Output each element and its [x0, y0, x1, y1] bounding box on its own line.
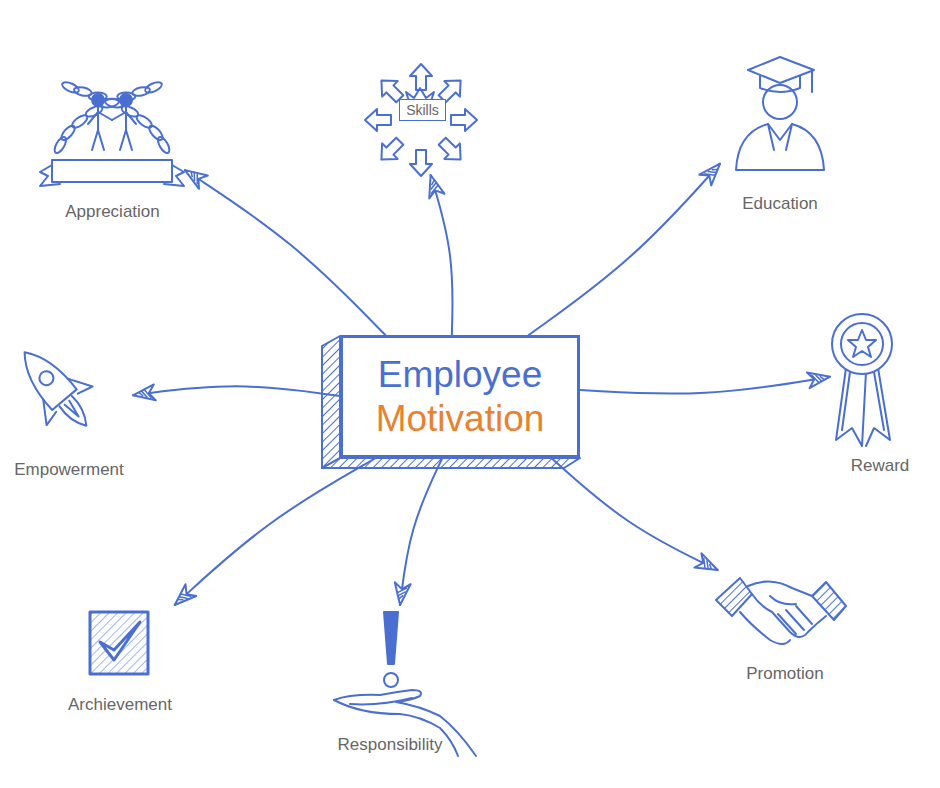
connector-arrow	[133, 386, 340, 396]
concept-node: Appreciation	[40, 60, 185, 222]
graduate-icon-part	[763, 85, 797, 119]
concept-label: Responsibility	[338, 735, 443, 755]
skills-icon-part	[410, 64, 432, 90]
rocket-icon-part	[12, 342, 77, 410]
graduate-icon	[736, 57, 824, 170]
concept-node: Archievement	[55, 605, 185, 715]
wreath-icon-part	[156, 135, 172, 155]
checkbox-icon	[90, 612, 148, 674]
skills-icon-part	[365, 109, 391, 131]
wreath-icon-part	[59, 123, 77, 142]
wreath-icon	[40, 80, 184, 186]
rosette-icon-part	[832, 314, 892, 374]
connector-arrow	[580, 377, 830, 394]
connector-arrow	[529, 164, 720, 335]
handshake-icon-part	[716, 578, 752, 616]
graduate-icon-part	[748, 57, 814, 83]
connector-arrow	[400, 458, 442, 605]
skills-icon	[365, 64, 477, 176]
graduate-icon-part	[736, 124, 824, 170]
rosette-icon-part	[866, 368, 890, 446]
concept-node: Empowerment	[5, 334, 133, 480]
concept-label: Education	[742, 194, 818, 214]
concept-node: Education	[720, 52, 840, 214]
connector-arrow	[551, 458, 717, 570]
checkbox-icon-part	[90, 612, 148, 674]
wreath-icon-part	[52, 160, 172, 182]
illustration-part	[2, 57, 892, 756]
concept-node: Reward	[830, 300, 930, 476]
checkbox-icon-part	[100, 622, 140, 660]
wreath-icon-part	[147, 123, 165, 142]
concept-label: Appreciation	[65, 202, 160, 222]
rosette-icon-part	[836, 368, 866, 446]
skills-icon-part	[451, 109, 477, 131]
skills-icon-part	[410, 150, 432, 176]
handshake-icon	[716, 578, 846, 644]
skills-icon-part	[374, 133, 408, 167]
concept-node: Promotion	[715, 570, 855, 684]
graduate-icon-part	[811, 70, 813, 92]
rocket-icon-part	[32, 370, 92, 425]
wreath-icon-part	[52, 135, 68, 155]
concept-label: Archievement	[68, 695, 172, 715]
hand-icon	[334, 612, 476, 756]
wreath-icon-part	[61, 80, 81, 95]
connector-arrow	[431, 175, 453, 335]
title-word: Motivation	[376, 397, 545, 441]
central-box: EmployeeMotivation	[340, 335, 580, 458]
title-word: Employee	[378, 353, 543, 397]
handshake-icon-part	[740, 612, 790, 644]
handshake-icon-part	[770, 596, 812, 634]
graduate-icon-part	[768, 124, 792, 150]
hand-icon-part	[334, 700, 458, 756]
rocket-icon-part	[59, 396, 92, 431]
connector-arrow	[175, 458, 376, 605]
handshake-icon-part	[812, 582, 846, 620]
concept-label: Skills	[399, 99, 446, 121]
connector-arrow	[185, 170, 385, 335]
concept-node: Skills	[355, 45, 490, 175]
rocket-icon-part	[37, 368, 57, 388]
rocket-icon	[2, 333, 110, 445]
wreath-icon-part	[40, 165, 184, 186]
handshake-icon-part	[748, 581, 826, 637]
hand-icon-part	[384, 612, 398, 664]
concept-label: Reward	[851, 456, 910, 476]
hand-icon-part	[334, 690, 476, 756]
rosette-icon-part	[841, 323, 883, 365]
rosette-icon	[832, 314, 892, 446]
hand-icon-part	[350, 698, 412, 704]
hand-icon-part	[384, 673, 398, 687]
concept-node: Responsibility	[300, 605, 480, 755]
wreath-icon-part	[144, 80, 164, 95]
checkbox-icon-part	[90, 612, 148, 674]
rosette-icon-part	[848, 330, 876, 357]
concept-label: Empowerment	[14, 460, 124, 480]
skills-icon-part	[434, 133, 468, 167]
concept-label: Promotion	[746, 664, 823, 684]
rocket-icon-part	[65, 401, 81, 419]
box-shadow-part	[322, 336, 340, 468]
rosette-icon-part	[842, 372, 884, 430]
box-shadow	[322, 336, 580, 468]
